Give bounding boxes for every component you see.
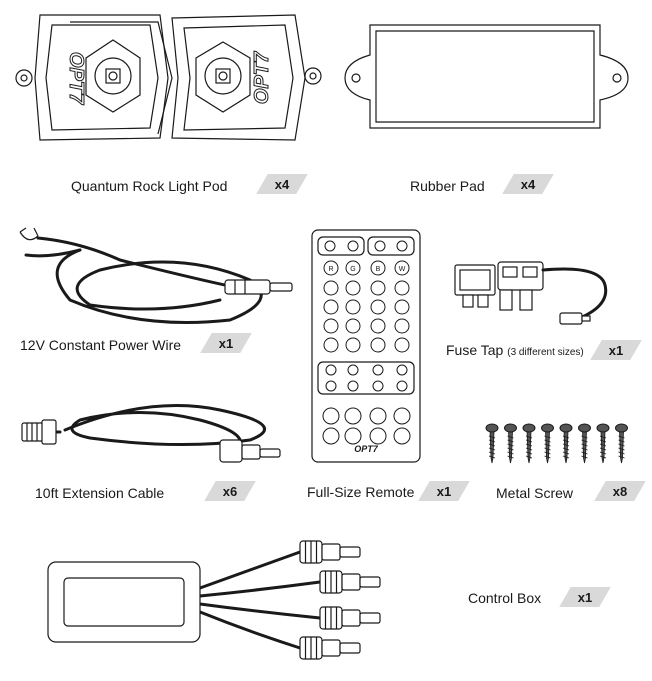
remote-button[interactable] (396, 364, 408, 376)
remote-mode-button[interactable] (344, 407, 362, 425)
remote-button[interactable] (323, 299, 339, 315)
item-label-light-pod: Quantum Rock Light Pod (71, 178, 228, 194)
extension-cable-icon (21, 404, 281, 463)
light-pod-icon: OPT7 OPT7 (15, 14, 322, 141)
connector (319, 606, 381, 630)
fuse-tap-name: Fuse Tap (446, 342, 504, 358)
remote-button-label: G (350, 266, 355, 273)
remote-mode-button[interactable] (344, 427, 362, 445)
item-label-control-box: Control Box (468, 590, 542, 606)
fuse-tap-note: (3 different sizes) (507, 347, 584, 358)
fuse-tap-icon (454, 261, 608, 325)
remote-button[interactable] (370, 280, 386, 296)
remote-mode-button[interactable] (369, 407, 387, 425)
screw-icon (485, 423, 628, 464)
screw (615, 423, 628, 464)
screw (596, 423, 610, 464)
remote-button[interactable] (370, 318, 386, 334)
connector (299, 540, 361, 564)
remote-button-label: B (376, 266, 381, 273)
remote-button[interactable] (323, 280, 339, 296)
remote-button-label: R (328, 266, 333, 273)
remote-button[interactable] (370, 337, 386, 353)
item-label-screw: Metal Screw (496, 485, 574, 501)
remote-button[interactable] (396, 380, 408, 392)
connector (319, 570, 381, 594)
svg-text:OPT7: OPT7 (65, 52, 87, 105)
remote-button[interactable] (347, 364, 359, 376)
remote-icon: R G B W OPT7 (311, 229, 421, 463)
remote-button[interactable] (370, 299, 386, 315)
screw (522, 423, 536, 464)
screw (504, 423, 517, 464)
item-label-extension-cable: 10ft Extension Cable (35, 485, 165, 501)
remote-button[interactable] (394, 260, 410, 276)
remote-button[interactable] (345, 337, 361, 353)
rubber-pad-icon (344, 24, 629, 129)
remote-mode-button[interactable] (322, 407, 340, 425)
qty-badge-extension-cable: x6 (204, 481, 256, 501)
remote-button[interactable] (394, 299, 410, 315)
connector (299, 636, 361, 660)
screw (559, 423, 573, 464)
qty-badge-power-wire: x1 (200, 333, 252, 353)
item-label-rubber-pad: Rubber Pad (410, 178, 485, 194)
remote-button[interactable] (323, 337, 339, 353)
remote-button[interactable] (345, 299, 361, 315)
qty-badge-rubber-pad: x4 (502, 174, 554, 194)
item-label-power-wire: 12V Constant Power Wire (20, 337, 182, 353)
remote-button[interactable] (325, 364, 337, 376)
qty-badge-remote: x1 (418, 481, 470, 501)
remote-button[interactable] (394, 280, 410, 296)
svg-text:OPT7: OPT7 (251, 51, 273, 104)
control-box-icon (47, 540, 381, 660)
screw (578, 423, 591, 464)
remote-mode-button[interactable] (393, 427, 411, 445)
qty-badge-screw: x8 (594, 481, 646, 501)
remote-button[interactable] (345, 280, 361, 296)
remote-button[interactable] (370, 260, 386, 276)
remote-mode-button[interactable] (369, 427, 387, 445)
remote-button[interactable] (325, 380, 337, 392)
remote-button[interactable] (372, 380, 384, 392)
remote-button[interactable] (394, 337, 410, 353)
remote-button[interactable] (372, 364, 384, 376)
remote-mode-button[interactable] (322, 427, 340, 445)
remote-button[interactable] (323, 260, 339, 276)
remote-mode-button[interactable] (393, 407, 411, 425)
remote-button[interactable] (323, 318, 339, 334)
qty-badge-fuse-tap: x1 (590, 340, 642, 360)
remote-button[interactable] (345, 260, 361, 276)
qty-badge-control-box: x1 (559, 587, 611, 607)
remote-panel (317, 361, 415, 395)
remote-button[interactable] (345, 318, 361, 334)
qty-badge-light-pod: x4 (256, 174, 308, 194)
remote-button-label: W (399, 266, 406, 273)
screw (541, 423, 554, 464)
remote-button[interactable] (394, 318, 410, 334)
power-wire-icon (19, 227, 293, 324)
svg-text:OPT7: OPT7 (354, 444, 379, 454)
remote-button[interactable] (347, 380, 359, 392)
item-label-fuse-tap: Fuse Tap (3 different sizes) (446, 342, 584, 358)
screw (485, 423, 499, 464)
item-label-remote: Full-Size Remote (307, 484, 415, 500)
